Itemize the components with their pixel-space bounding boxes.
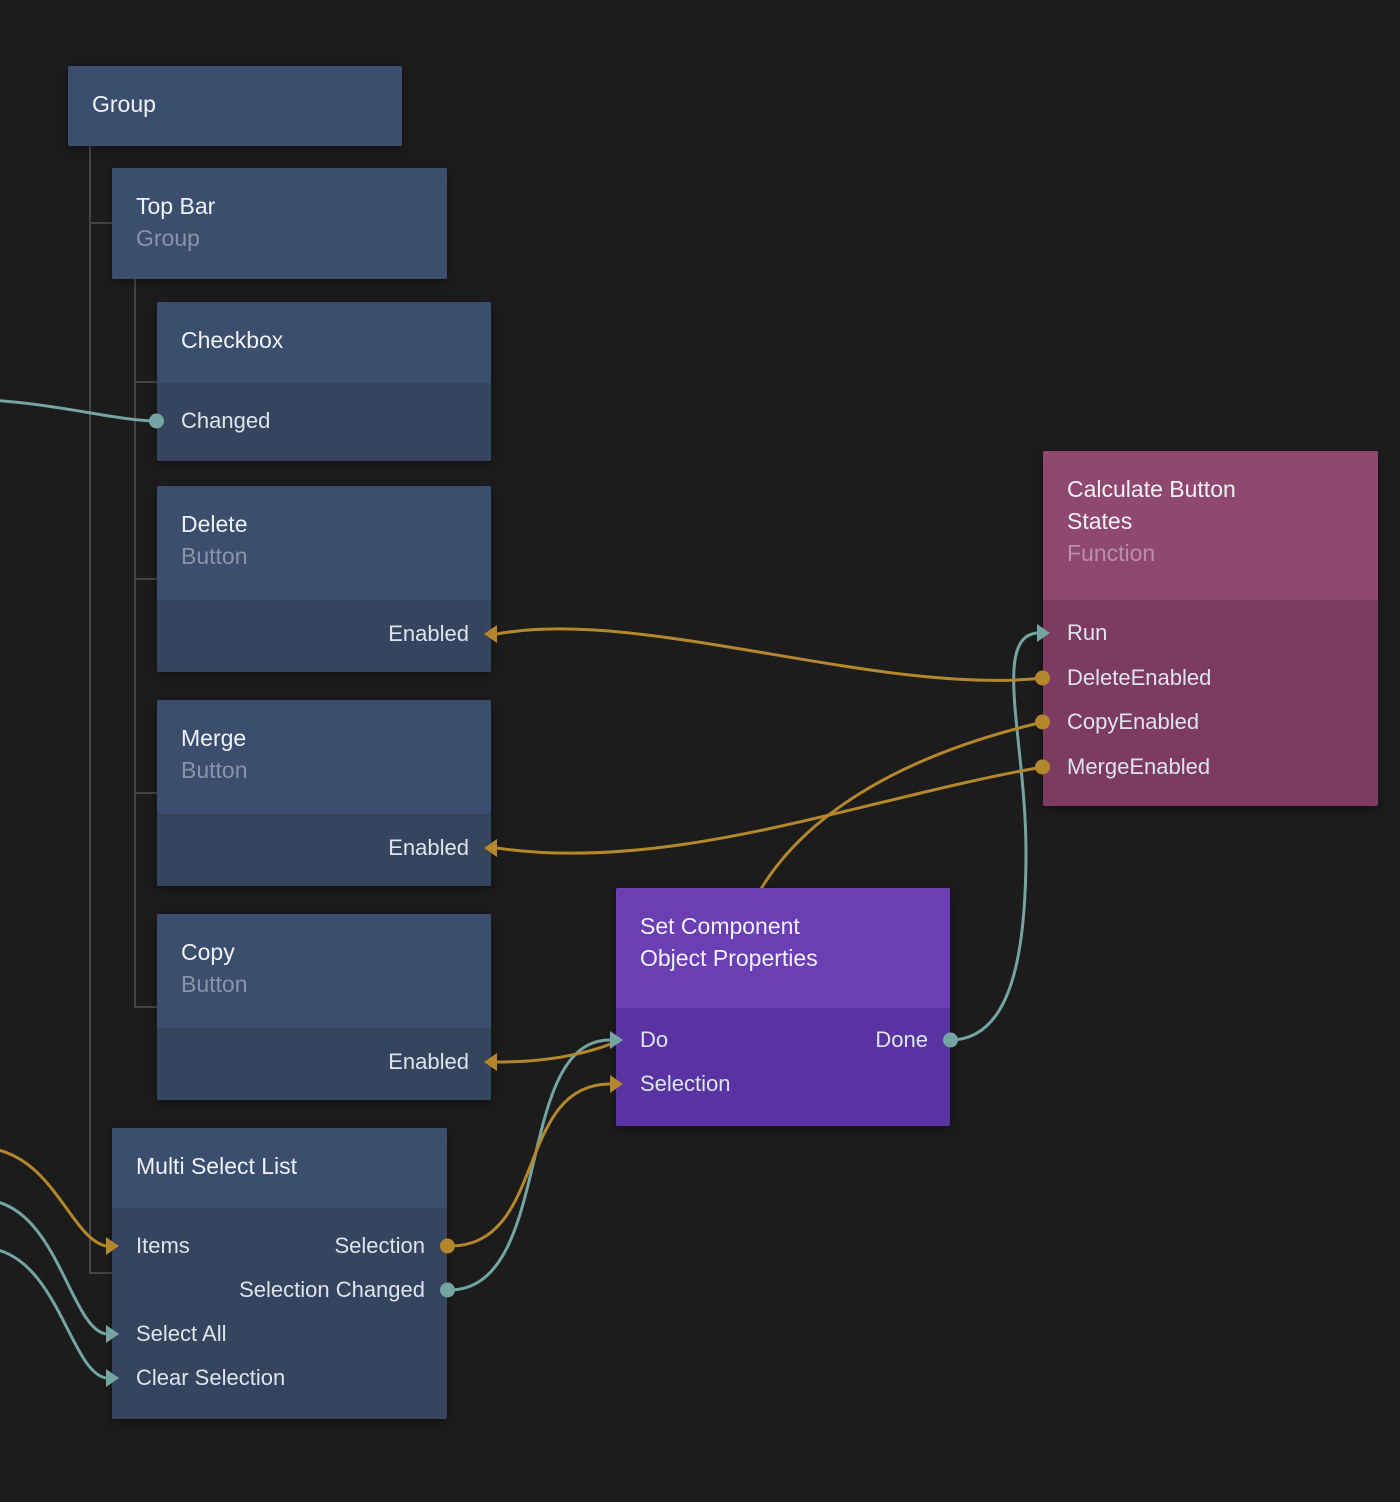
- selection-output-dot-icon[interactable]: [440, 1238, 455, 1254]
- run-input-arrow-icon[interactable]: [1037, 624, 1050, 642]
- wire-offscreen-to-selectall[interactable]: [0, 1200, 107, 1336]
- node-checkbox[interactable]: Checkbox Changed: [149, 302, 491, 461]
- node-header: Top Bar Group: [112, 168, 447, 254]
- node-title-line-2: States: [1067, 508, 1133, 534]
- node-title: Copy: [181, 939, 235, 965]
- port-do-and-done: Do Done: [610, 1018, 958, 1062]
- port-merge-enabled: MergeEnabled: [1035, 745, 1378, 789]
- node-ports: Enabled: [157, 1028, 497, 1100]
- node-header: Merge Button: [157, 700, 491, 814]
- node-header: Delete Button: [157, 486, 491, 600]
- wire-selection-to-setcomponent-selection[interactable]: [446, 1082, 611, 1248]
- port-items-and-selection: Items Selection: [106, 1224, 455, 1268]
- selection-changed-output-dot-icon[interactable]: [440, 1282, 455, 1298]
- node-ports: Items Selection Selection Changed Select…: [106, 1208, 455, 1419]
- node-ports: Enabled: [157, 600, 497, 672]
- wire-offscreen-to-items[interactable]: [0, 1148, 107, 1248]
- enabled-input-arrow-icon[interactable]: [484, 1053, 497, 1071]
- node-top-bar[interactable]: Top Bar Group: [112, 168, 447, 279]
- node-group[interactable]: Group: [68, 66, 402, 146]
- node-header: Copy Button: [157, 914, 491, 1028]
- node-set-component-object-properties[interactable]: Set Component Object Properties Do Done …: [610, 888, 958, 1126]
- node-title: Multi Select List: [136, 1153, 298, 1179]
- selection-input-arrow-icon[interactable]: [610, 1075, 623, 1093]
- port-enabled: Enabled: [157, 1040, 497, 1084]
- port-selection-input: Selection: [610, 1062, 950, 1106]
- node-subtitle: Button: [181, 543, 248, 569]
- select-all-input-arrow-icon[interactable]: [106, 1325, 119, 1343]
- node-ports: Do Done Selection: [610, 1008, 958, 1126]
- delete-enabled-output-dot-icon[interactable]: [1035, 670, 1050, 686]
- node-merge-button[interactable]: Merge Button Enabled: [157, 700, 497, 886]
- wire-offscreen-to-clearselection[interactable]: [0, 1248, 107, 1380]
- node-copy-button[interactable]: Copy Button Enabled: [157, 914, 497, 1100]
- node-subtitle: Button: [181, 971, 248, 997]
- items-input-arrow-icon[interactable]: [106, 1237, 119, 1255]
- node-subtitle: Group: [136, 225, 200, 251]
- node-title-line-1: Set Component: [640, 913, 800, 939]
- hierarchy-line-topbar: [134, 279, 157, 1008]
- merge-enabled-output-dot-icon[interactable]: [1035, 759, 1050, 775]
- node-ports: Changed: [149, 383, 491, 461]
- node-delete-button[interactable]: Delete Button Enabled: [157, 486, 497, 672]
- node-title-line-2: Object Properties: [640, 945, 818, 971]
- port-select-all: Select All: [106, 1312, 447, 1356]
- node-title: Merge: [181, 725, 247, 751]
- changed-output-dot-icon[interactable]: [149, 413, 164, 429]
- wire-deleteenabled-to-delete-enabled[interactable]: [496, 627, 1044, 682]
- port-run: Run: [1037, 611, 1378, 655]
- port-copy-enabled: CopyEnabled: [1035, 700, 1378, 744]
- node-title: Group: [92, 91, 156, 117]
- copy-enabled-output-dot-icon[interactable]: [1035, 714, 1050, 730]
- node-subtitle: Button: [181, 757, 248, 783]
- node-multi-select-list[interactable]: Multi Select List Items Selection Select…: [106, 1128, 455, 1419]
- node-ports: Run DeleteEnabled CopyEnabled MergeEnabl…: [1035, 600, 1378, 806]
- done-output-dot-icon[interactable]: [943, 1032, 958, 1048]
- node-title: Checkbox: [181, 327, 284, 353]
- node-subtitle: Function: [1067, 540, 1156, 566]
- node-header: Group: [68, 66, 402, 120]
- enabled-input-arrow-icon[interactable]: [484, 839, 497, 857]
- node-ports: Enabled: [157, 814, 497, 886]
- node-header: Calculate Button States Function: [1043, 451, 1378, 600]
- clear-selection-input-arrow-icon[interactable]: [106, 1369, 119, 1387]
- wire-done-to-run[interactable]: [949, 631, 1038, 1042]
- node-header: Multi Select List: [112, 1128, 447, 1208]
- enabled-input-arrow-icon[interactable]: [484, 625, 497, 643]
- port-selection-changed: Selection Changed: [112, 1268, 455, 1312]
- wire-mergeenabled-to-merge-enabled[interactable]: [496, 765, 1044, 855]
- node-header: Checkbox: [157, 302, 491, 383]
- node-header: Set Component Object Properties: [616, 888, 950, 1008]
- node-title: Top Bar: [136, 193, 216, 219]
- port-delete-enabled: DeleteEnabled: [1035, 656, 1378, 700]
- port-enabled: Enabled: [157, 612, 497, 656]
- node-calculate-button-states[interactable]: Calculate Button States Function Run Del…: [1035, 451, 1378, 806]
- port-clear-selection: Clear Selection: [106, 1356, 447, 1400]
- port-enabled: Enabled: [157, 826, 497, 870]
- wire-checkbox-changed-offscreen[interactable]: [0, 399, 158, 423]
- node-title-line-1: Calculate Button: [1067, 476, 1236, 502]
- port-changed: Changed: [149, 399, 491, 443]
- hierarchy-line-group: [89, 146, 112, 1274]
- node-title: Delete: [181, 511, 248, 537]
- do-input-arrow-icon[interactable]: [610, 1031, 623, 1049]
